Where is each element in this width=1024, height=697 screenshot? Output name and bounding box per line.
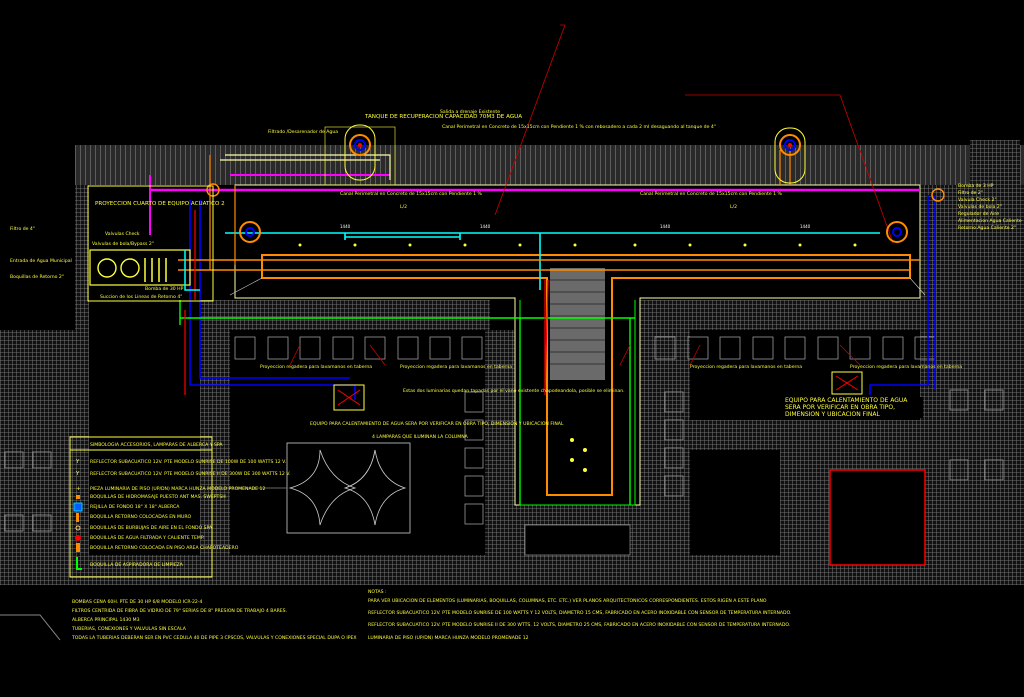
lamp-icon: + xyxy=(76,486,81,492)
svg-text:4 LAMPARAS QUE ILUMINAN LA COL: 4 LAMPARAS QUE ILUMINAN LA COLUMNA xyxy=(372,434,469,440)
svg-text:BOQUILLAS DE HIDROMASAJE PUEST: BOQUILLAS DE HIDROMASAJE PUESTO ANT MAS.… xyxy=(90,494,226,500)
legend-frame xyxy=(69,436,213,578)
notes: NOTAS : PARA VER UBICACION DE ELEMENTOS … xyxy=(368,589,792,641)
svg-text:Valvulas de bola/Bypass 2": Valvulas de bola/Bypass 2" xyxy=(92,241,154,247)
tank-right xyxy=(774,127,806,184)
drain-icon xyxy=(73,502,83,512)
svg-text:FILTROS CENTRIDA DE FIBRA DE V: FILTROS CENTRIDA DE FIBRA DE VIDRIO DE 7… xyxy=(72,608,287,614)
svg-text:Estas dos luminarias quedan ta: Estas dos luminarias quedan tapadas por … xyxy=(403,388,625,394)
planters xyxy=(4,336,1004,532)
drawing-labels: TANQUE DE RECUPERACION CAPACIDAD 70M3 DE… xyxy=(10,109,1022,440)
pool-lamps xyxy=(298,243,857,472)
svg-text:REFLECTOR SUBACUATICO 12V. PTE: REFLECTOR SUBACUATICO 12V. PTE MODELO SU… xyxy=(368,610,792,616)
svg-text:1440: 1440 xyxy=(480,224,491,229)
svg-text:ALBERCA PRINCIPAL 1430 M3: ALBERCA PRINCIPAL 1430 M3 xyxy=(72,617,140,623)
svg-text:Entrada de Agua Municipal: Entrada de Agua Municipal xyxy=(10,258,72,264)
svg-text:Bomba de 30 HP: Bomba de 30 HP xyxy=(145,286,184,292)
heater-right-note: EQUIPO PARA CALENTAMIENTO DE AGUA SERA P… xyxy=(785,397,923,418)
svg-text:BOQUILLAS DE BURBUJAS DE AIRE: BOQUILLAS DE BURBUJAS DE AIRE EN EL FOND… xyxy=(90,525,213,531)
skimmer-icon xyxy=(76,513,79,522)
svg-text:Valvulas Check: Valvulas Check xyxy=(105,231,140,237)
svg-text:Canal Perimetral en Concreto d: Canal Perimetral en Concreto de 15x15cm … xyxy=(442,124,716,130)
svg-text:REJILLA DE FONDO 18" X 18" ALB: REJILLA DE FONDO 18" X 18" ALBERCA xyxy=(90,504,180,510)
svg-text:L/2: L/2 xyxy=(400,204,407,210)
legend-text: SIMBOLOGIA ACCESORIOS, LAMPARAS DE ALBER… xyxy=(90,442,290,568)
svg-text:BOQUILLAS DE AGUA FILTRADA Y C: BOQUILLAS DE AGUA FILTRADA Y CALIENTE TE… xyxy=(90,535,204,541)
site-edge-line xyxy=(0,614,61,641)
svg-text:TODAS LA TUBERIAS DEBERAN SER: TODAS LA TUBERIAS DEBERAN SER EN PVC CED… xyxy=(71,635,357,641)
svg-text:PROYECCION CUARTO DE EQUIPO AC: PROYECCION CUARTO DE EQUIPO ACUATICO 2 xyxy=(95,201,225,207)
return-fitting-icon xyxy=(76,495,80,499)
reflector-small-icon: Y xyxy=(75,471,80,477)
svg-text:LUMINARIA DE PISO (UP/DN) MARC: LUMINARIA DE PISO (UP/DN) MARCA HUNZA MO… xyxy=(368,635,529,641)
svg-text:Valvula Check 2": Valvula Check 2" xyxy=(958,197,997,203)
svg-text:BOMBAS CENA 60H. PTE DE 30 HP: BOMBAS CENA 60H. PTE DE 30 HP 6/8 MODELO… xyxy=(72,599,203,605)
svg-text:REFLECTOR SUBACUATICO 12V. PTE: REFLECTOR SUBACUATICO 12V. PTE MODELO SU… xyxy=(368,622,790,628)
svg-text:Bomba de 3 HP: Bomba de 3 HP xyxy=(958,183,994,189)
heater-icon xyxy=(75,535,81,541)
svg-text:Valvulas de bola 2": Valvulas de bola 2" xyxy=(958,204,1002,210)
svg-text:Canal Perimetral en Concreto d: Canal Perimetral en Concreto de 15x15cm … xyxy=(640,191,782,197)
svg-text:TANQUE DE RECUPERACION CAPACID: TANQUE DE RECUPERACION CAPACIDAD 70M3 DE… xyxy=(364,114,522,120)
fill-icon xyxy=(76,543,80,552)
walls-hatch xyxy=(0,140,1024,585)
specifications: BOMBAS CENA 60H. PTE DE 30 HP 6/8 MODELO… xyxy=(71,599,357,641)
heater-units xyxy=(333,371,863,411)
piping xyxy=(149,24,936,505)
svg-text:Filtro de 4": Filtro de 4" xyxy=(10,226,35,232)
svg-text:L/2: L/2 xyxy=(730,204,737,210)
legend-icons: Y Y + xyxy=(73,459,83,570)
svg-text:TUBERIAS, CONEXIONES Y VALVULA: TUBERIAS, CONEXIONES Y VALVULAS SIN ESCA… xyxy=(71,626,187,632)
svg-text:1440: 1440 xyxy=(800,224,811,229)
svg-text:Regulador de Aire: Regulador de Aire xyxy=(958,211,999,217)
pool-steps xyxy=(550,268,605,380)
svg-text:EQUIPO PARA CALENTAMIENTO DE A: EQUIPO PARA CALENTAMIENTO DE AGUA SERA P… xyxy=(310,421,564,427)
svg-text:Salida a drenaje Existente: Salida a drenaje Existente xyxy=(440,109,500,115)
pool-outline xyxy=(229,184,926,506)
air-jet-icon xyxy=(75,525,81,531)
svg-text:BOQUILLA RETORNO COLOCADA EN P: BOQUILLA RETORNO COLOCADA EN PISO AREA C… xyxy=(90,545,239,551)
svg-text:REFLECTOR SUBACUATICO 12V. PTE: REFLECTOR SUBACUATICO 12V. PTE MODELO SU… xyxy=(90,471,290,477)
tank-left xyxy=(324,124,396,186)
svg-text:Retorno Agua Caliente 2": Retorno Agua Caliente 2" xyxy=(958,225,1016,231)
svg-text:Filtrado /Desarenador de Agua: Filtrado /Desarenador de Agua xyxy=(268,129,338,135)
vacuum-icon xyxy=(76,557,82,570)
spa-circles xyxy=(206,183,945,243)
svg-text:PARA VER UBICACION DE ELEMENTO: PARA VER UBICACION DE ELEMENTOS (LUMINAR… xyxy=(368,598,767,604)
svg-text:Proyeccion regadera para lavam: Proyeccion regadera para lavamanos en ta… xyxy=(260,364,372,370)
svg-text:Succion de los Lineas de Retor: Succion de los Lineas de Retorno 4" xyxy=(100,294,182,300)
svg-text:Alimentacion Agua Caliente: Alimentacion Agua Caliente xyxy=(958,218,1022,224)
svg-text:Proyeccion regadera para lavam: Proyeccion regadera para lavamanos en ta… xyxy=(850,364,962,370)
reflector-icon: Y xyxy=(75,459,80,465)
svg-text:PIEZA LUMINARIA DE PISO (UP/DN: PIEZA LUMINARIA DE PISO (UP/DN) MARCA HU… xyxy=(90,486,265,492)
svg-text:BOQUILLA DE ASPIRADORA DE LIMP: BOQUILLA DE ASPIRADORA DE LIMPIEZA xyxy=(90,562,184,568)
svg-text:Canal Perimetral en Concreto d: Canal Perimetral en Concreto de 15x15cm … xyxy=(340,191,482,197)
svg-text:Filtro de 2": Filtro de 2" xyxy=(958,190,983,196)
svg-text:REFLECTOR SUBACUATICO 12V. PTE: REFLECTOR SUBACUATICO 12V. PTE MODELO SU… xyxy=(90,459,286,465)
equipment-room xyxy=(87,185,214,302)
svg-text:Proyeccion regadera para lavam: Proyeccion regadera para lavamanos en ta… xyxy=(690,364,802,370)
svg-text:SIMBOLOGIA ACCESORIOS, LAMPARA: SIMBOLOGIA ACCESORIOS, LAMPARAS DE ALBER… xyxy=(90,442,223,448)
svg-text:1440: 1440 xyxy=(660,224,671,229)
svg-text:1440: 1440 xyxy=(340,224,351,229)
svg-text:NOTAS :: NOTAS : xyxy=(368,589,387,595)
svg-text:Proyeccion regadera para lavam: Proyeccion regadera para lavamanos en ta… xyxy=(400,364,512,370)
svg-text:Boquillas de Retorno 2": Boquillas de Retorno 2" xyxy=(10,274,64,280)
column-detail xyxy=(210,442,411,534)
svg-text:BOQUILLA RETORNO COLOCADAS EN: BOQUILLA RETORNO COLOCADAS EN MURO xyxy=(90,514,192,520)
